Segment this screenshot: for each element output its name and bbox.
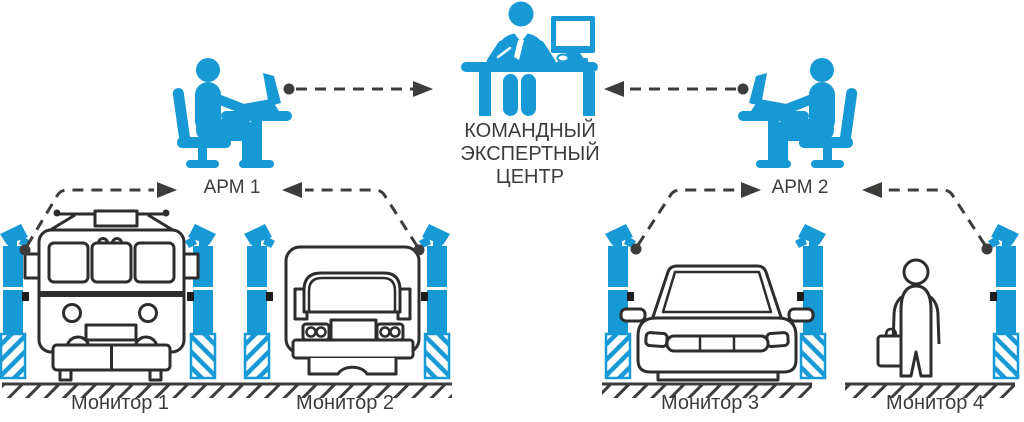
link-monitor4-arm2 bbox=[862, 182, 993, 255]
camera-pillar bbox=[986, 222, 1021, 380]
monitor3-label: Монитор 3 bbox=[660, 392, 760, 414]
camera-pillar bbox=[183, 222, 218, 380]
workstation-icon-arm2 bbox=[738, 58, 858, 168]
arm2-label: АРМ 2 bbox=[771, 177, 829, 198]
command-center-icon bbox=[461, 1, 598, 116]
monitor1-label: Монитор 1 bbox=[70, 392, 170, 414]
arm1-label: АРМ 1 bbox=[203, 177, 261, 198]
truck-icon bbox=[284, 245, 421, 376]
link-monitor2-arm1 bbox=[282, 182, 425, 256]
monitor2-label: Монитор 2 bbox=[295, 392, 395, 414]
camera-pillar bbox=[242, 222, 277, 380]
car-icon bbox=[619, 264, 815, 382]
workstation-icon-arm1 bbox=[172, 58, 292, 168]
link-monitor3-arm2 bbox=[630, 182, 761, 255]
monitor4-label: Монитор 4 bbox=[885, 392, 985, 414]
pedestrian-icon bbox=[876, 258, 941, 378]
link-arm1-center bbox=[283, 81, 433, 97]
command-center-title: КОМАНДНЫЙ ЭКСПЕРТНЫЙ ЦЕНТР bbox=[460, 120, 600, 188]
camera-pillar bbox=[793, 222, 828, 380]
train-icon bbox=[23, 209, 200, 382]
link-arm2-center bbox=[604, 81, 749, 97]
link-monitor1-arm1 bbox=[19, 182, 177, 256]
ground-hatching bbox=[2, 385, 1015, 398]
